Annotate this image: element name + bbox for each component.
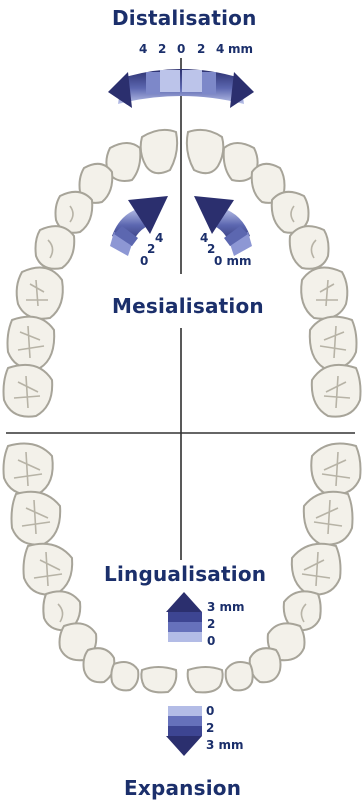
distal-scale-4-left: 4 — [139, 42, 147, 56]
expansion-label: Expansion — [124, 776, 241, 800]
distalisation-label: Distalisation — [112, 6, 257, 30]
mesial-left-4: 4 — [155, 231, 163, 245]
mesial-left-0: 0 — [140, 254, 148, 268]
upper-arch — [4, 130, 361, 417]
tooth-upper-molar2-left — [8, 317, 55, 369]
tooth-lower-lateral-left — [111, 662, 138, 690]
tooth-upper-central-right — [187, 130, 223, 173]
tooth-lower-central-left — [141, 667, 176, 692]
lingual-scale-2: 2 — [207, 617, 215, 631]
lingual-scale-0: 0 — [207, 634, 215, 648]
distal-scale-2-right: 2 — [197, 42, 205, 56]
tooth-upper-molar3-right — [312, 365, 361, 417]
distal-scale-unit: mm — [228, 42, 253, 56]
tooth-lower-molar1-right — [292, 544, 341, 595]
tooth-lower-molar3-right — [311, 444, 360, 495]
mesialisation-label: Mesialisation — [112, 294, 264, 318]
tooth-upper-molar1-left — [17, 268, 63, 319]
expansion-scale-0: 0 — [206, 704, 214, 718]
tooth-lower-molar3-left — [4, 444, 53, 495]
expansion-scale-2: 2 — [206, 721, 214, 735]
tooth-upper-premolar2-left — [36, 226, 75, 269]
lingualisation-label: Lingualisation — [104, 562, 266, 586]
mesialisation-arrow-left — [110, 196, 168, 256]
tooth-lower-canine-left — [84, 648, 115, 682]
tooth-lower-central-right — [188, 667, 223, 692]
distal-scale-2-left: 2 — [158, 42, 166, 56]
expansion-arrow — [166, 706, 202, 756]
distal-scale-0: 0 — [177, 42, 185, 56]
tooth-upper-molar3-left — [4, 365, 53, 417]
tooth-lower-lateral-right — [226, 662, 253, 690]
tooth-upper-molar2-right — [310, 317, 357, 369]
tooth-lower-canine-right — [250, 648, 281, 682]
tooth-upper-central-left — [141, 130, 177, 173]
tooth-upper-molar1-right — [301, 268, 347, 319]
distal-scale-4-right: 4 — [216, 42, 224, 56]
mesial-right-0mm: 0 mm — [214, 254, 252, 268]
tooth-lower-molar1-left — [24, 544, 73, 595]
tooth-upper-premolar2-right — [290, 226, 329, 269]
lingual-scale-3mm: 3 mm — [207, 600, 245, 614]
mesialisation-arrow-right — [194, 196, 252, 256]
lingualisation-arrow — [166, 592, 202, 642]
expansion-scale-3mm: 3 mm — [206, 738, 244, 752]
